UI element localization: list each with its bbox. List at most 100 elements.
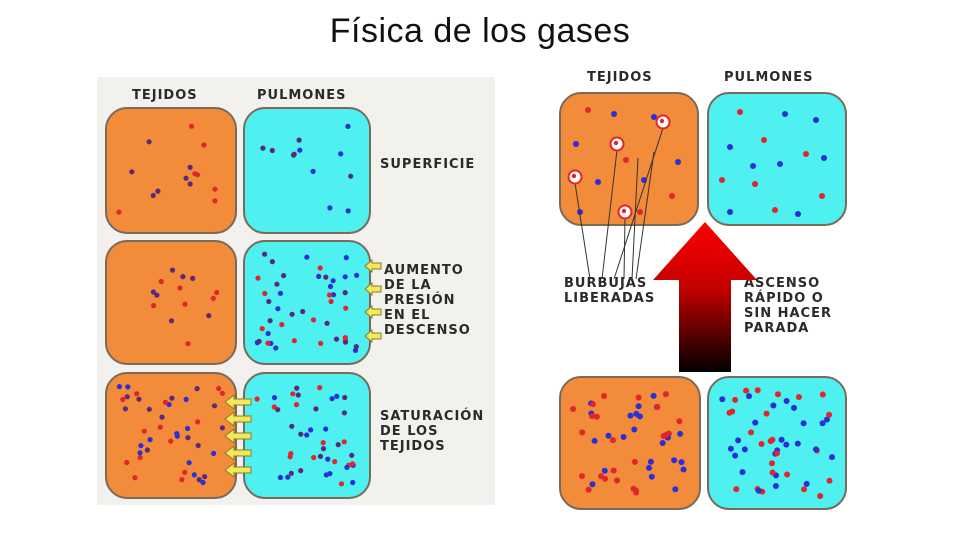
gas-dot: [659, 440, 666, 446]
gas-dot: [151, 303, 157, 309]
gas-dot: [269, 259, 275, 265]
gas-dot: [635, 403, 642, 410]
gas-dot: [750, 163, 756, 169]
gas-dot: [829, 454, 835, 461]
gas-dot: [344, 464, 350, 470]
gas-dot: [219, 425, 225, 431]
gas-dot: [308, 427, 314, 433]
gas-dot: [304, 432, 310, 438]
gas-dot: [350, 479, 356, 486]
gas-dot: [754, 387, 761, 394]
gas-dot: [803, 151, 809, 157]
gas-dot: [330, 278, 336, 284]
gas-dot: [211, 403, 218, 409]
page-title: Física de los gases: [329, 12, 631, 50]
gas-dot: [758, 441, 765, 447]
gas-dot: [646, 464, 652, 471]
gas-dot: [138, 443, 144, 449]
gas-dot: [755, 487, 762, 494]
gas-dot: [770, 402, 777, 409]
gas-dot: [795, 394, 802, 400]
gas-dot: [124, 394, 130, 400]
gas-dot: [317, 453, 324, 459]
gas-dot: [614, 477, 620, 484]
gas-dot: [826, 411, 833, 418]
gas-dot: [327, 283, 334, 290]
gas-dot: [761, 137, 767, 143]
gas-dot: [672, 486, 679, 493]
label-tissue-saturation: SATURACIÓN DE LOS TEJIDOS: [380, 409, 485, 454]
gas-dot: [150, 289, 156, 295]
left-col-lungs-label: PULMONES: [257, 88, 347, 103]
gas-dot: [311, 454, 317, 461]
gas-dot: [333, 336, 340, 342]
gas-dot: [338, 151, 344, 157]
gas-dot: [334, 393, 340, 399]
gas-dot: [265, 330, 271, 337]
gas-dot: [341, 439, 347, 445]
gas-dot: [330, 292, 337, 298]
gas-dot: [313, 406, 319, 412]
pressure-arrow: [364, 281, 382, 297]
gas-dot: [719, 396, 726, 403]
gas-dot: [288, 470, 294, 476]
gas-dot: [585, 486, 592, 493]
gas-dot: [727, 209, 733, 215]
gas-dot: [291, 338, 297, 344]
gas-dot: [589, 413, 596, 420]
gas-dot: [125, 384, 131, 390]
gas-dot: [323, 472, 329, 478]
gas-dot: [349, 461, 356, 467]
gas-dot: [342, 290, 348, 296]
gas-dot: [212, 198, 218, 204]
gas-dot: [295, 392, 301, 398]
gas-dot: [784, 471, 791, 478]
gas-dot: [800, 420, 807, 427]
gas-dot: [169, 267, 176, 273]
gas-dot: [345, 123, 351, 129]
gas-dot: [680, 466, 687, 473]
gas-dot: [277, 290, 284, 296]
gas-dot: [154, 292, 160, 298]
gas-dot: [342, 274, 348, 280]
gas-dot: [354, 272, 360, 278]
gas-dot: [329, 396, 335, 402]
gas-dot: [651, 114, 657, 120]
gas-dot: [162, 399, 169, 405]
label-surface: SUPERFICIE: [380, 157, 476, 172]
right-diagram: TEJIDOS PULMONES BURBUJAS LIBERADAS ASCE…: [550, 62, 860, 524]
gas-dot: [157, 424, 163, 430]
gas-dot: [271, 395, 278, 401]
right-tissue-box-top: [559, 92, 699, 226]
gas-dot: [598, 473, 605, 480]
gas-dot: [298, 468, 304, 474]
gas-dot: [159, 414, 165, 420]
gas-dot: [214, 289, 220, 296]
gas-dot: [134, 391, 140, 397]
gas-dot: [180, 274, 186, 280]
gas-dot: [185, 425, 191, 432]
gas-dot: [129, 169, 135, 175]
gas-dot: [310, 168, 316, 174]
diffusion-arrow: [224, 444, 252, 462]
gas-dot: [735, 437, 742, 444]
gas-dot: [275, 306, 281, 312]
gas-dot: [300, 308, 306, 315]
gas-dot: [273, 345, 279, 351]
gas-dot: [769, 460, 775, 467]
gas-dot: [342, 394, 348, 401]
gas-dot: [120, 396, 126, 403]
gas-dot: [262, 251, 268, 257]
gas-dot: [782, 111, 788, 117]
gas-dot: [573, 141, 579, 147]
gas-dot: [183, 396, 189, 402]
gas-dot: [613, 140, 619, 146]
gas-dot: [158, 278, 164, 285]
gas-dot: [621, 208, 627, 214]
gas-dot: [623, 157, 629, 163]
gas-dot: [216, 385, 222, 392]
gas-dot: [150, 192, 156, 199]
label-fast-ascent: ASCENSO RÁPIDO O SIN HACER PARADA: [744, 276, 832, 336]
gas-dot: [304, 254, 310, 260]
gas-dot: [254, 396, 260, 402]
